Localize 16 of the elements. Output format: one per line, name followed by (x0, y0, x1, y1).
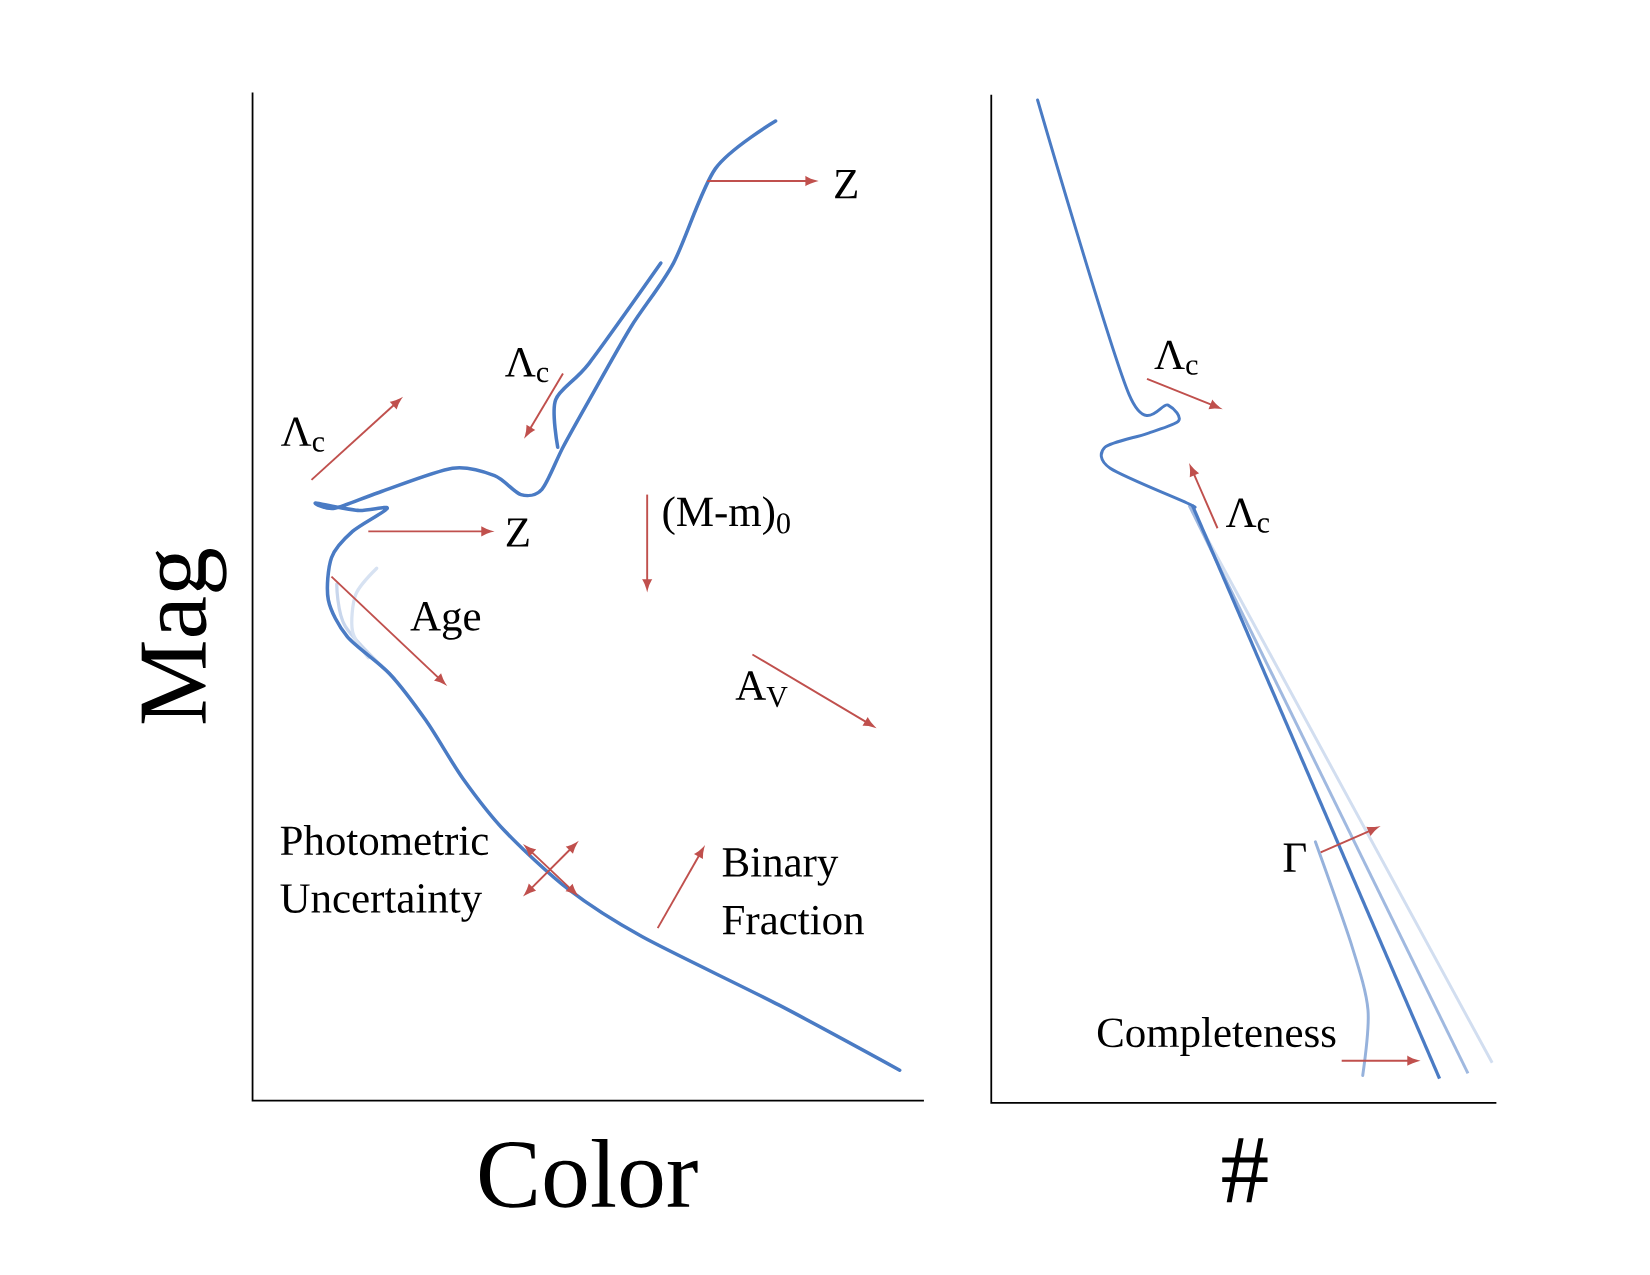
parameter-label: (M-m)$_{0}$ (663, 496, 790, 535)
parameter-label: Z (506, 518, 529, 547)
parameter-label: Photometric Uncertainty (280, 824, 488, 922)
parameter-label: Completeness (1097, 1016, 1336, 1056)
parameter-label: A$_{V}$ (735, 671, 788, 707)
parameter-label: Λ$_{c}$ (281, 417, 325, 452)
parameter-label: Λ$_{c}$ (505, 347, 549, 383)
axis-label: # (1222, 1138, 1268, 1202)
parameter-label: Λ$_{c}$ (1154, 340, 1198, 375)
parameter-label: Z (835, 169, 857, 198)
axis-label: Mag (141, 548, 227, 724)
parameter-label: Γ (1283, 843, 1306, 872)
parameter-label: Age (410, 601, 481, 640)
parameter-label: Binary Fraction (722, 847, 864, 935)
parameter-label: Λ$_{c}$ (1226, 498, 1270, 533)
axis-label: Color (480, 1138, 698, 1208)
